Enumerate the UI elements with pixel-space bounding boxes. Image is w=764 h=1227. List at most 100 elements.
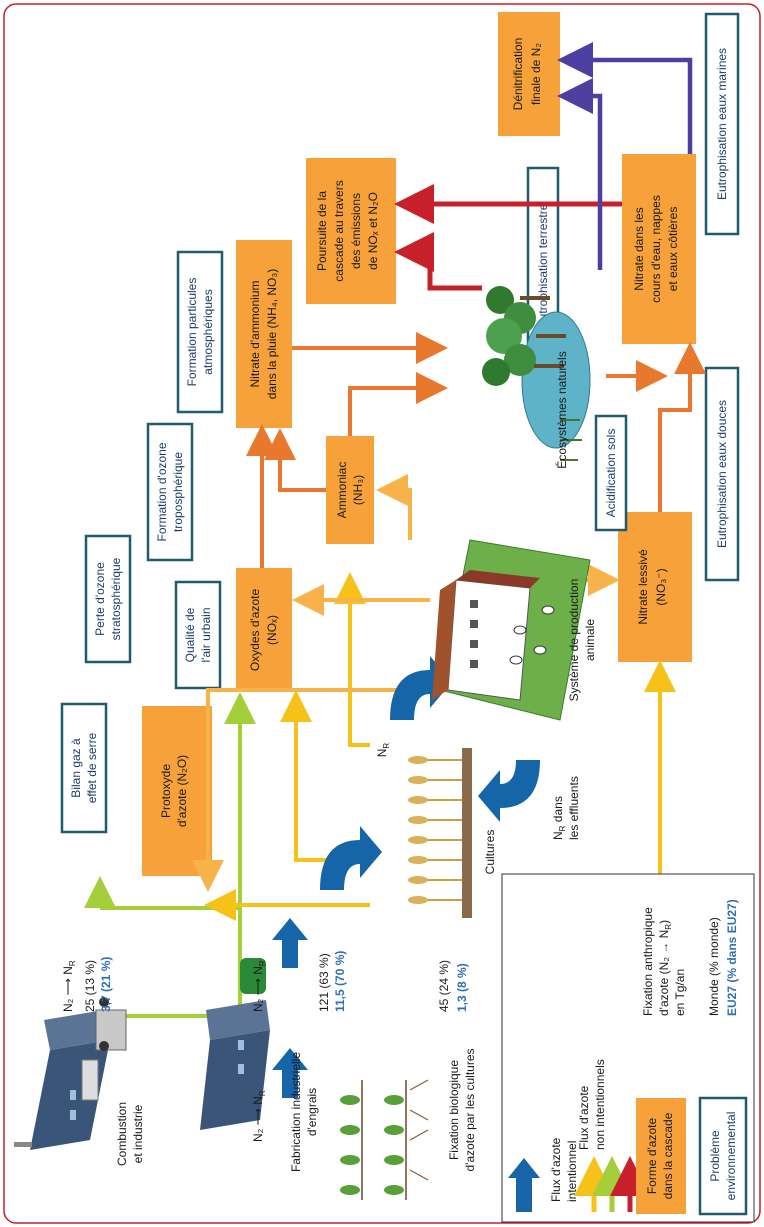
problem-ozone-strat: Perte d'ozone stratosphérique bbox=[84, 534, 132, 664]
node-poursuite-line3: des émissions bbox=[349, 193, 363, 269]
node-nitrate-lessive: Nitrate lessivé (NO₃⁻) bbox=[618, 512, 692, 662]
problem-ozone-tropo-line2: troposphérique bbox=[171, 452, 185, 532]
label-effluents-2: les effluents bbox=[567, 776, 581, 840]
outer-frame bbox=[3, 3, 761, 1224]
node-poursuite-line1: Poursuite de la bbox=[315, 191, 329, 271]
fixation-world: 45 (24 %) bbox=[437, 960, 451, 1012]
combustion-eu: 3,7 (21 %) bbox=[99, 957, 113, 1012]
factory-engrais-icon bbox=[200, 958, 270, 1130]
node-nitrate-ammonium: Nitrate d'ammonium dans la pluie (NH₄, N… bbox=[236, 240, 292, 428]
fixation-formula: N₂ ⟶ NR bbox=[251, 1090, 267, 1142]
ecosystem-icon bbox=[482, 286, 591, 461]
legend-blue-arrow-icon bbox=[508, 1158, 540, 1212]
source-engrais-label2: d'engrais bbox=[305, 1088, 319, 1136]
node-ammoniac: Ammoniac (NH₃) bbox=[326, 436, 374, 544]
plant-fixation-icon bbox=[340, 1079, 429, 1200]
combustion-world: 25 (13 %) bbox=[83, 960, 97, 1012]
combustion-values: N₂ ⟶ NR 25 (13 %) 3,7 (21 %) bbox=[61, 957, 113, 1012]
problem-ozone-tropo-line1: Formation d'ozone bbox=[155, 442, 169, 541]
arrow-blue-fixation-source bbox=[272, 1048, 308, 1098]
node-poursuite: Poursuite de la cascade au travers des é… bbox=[306, 158, 396, 304]
legend-probleme-box bbox=[698, 1096, 748, 1216]
legend-non-intentionnel-1: Flux d'azote bbox=[577, 1085, 591, 1150]
label-systeme-1: Système de production bbox=[567, 579, 581, 702]
node-nitrate-ammonium-line1: Nitrate d'ammonium bbox=[248, 281, 262, 388]
engrais-world: 121 (63 %) bbox=[317, 953, 331, 1012]
node-poursuite-line2: cascade au travers bbox=[332, 180, 346, 281]
node-nitrate-cours: Nitrate dans les cours d'eau, nappes et … bbox=[622, 154, 696, 344]
label-cultures: Cultures bbox=[483, 830, 497, 875]
legend-non-intentionnel-2: non intentionnels bbox=[593, 1059, 607, 1150]
node-denitrification-line1: Dénitrification bbox=[511, 38, 525, 111]
engrais-eu: 11,5 (70 %) bbox=[333, 951, 347, 1012]
problem-ges: Bilan gaz à effet de serre bbox=[60, 702, 108, 834]
legend-forme-box bbox=[636, 1098, 686, 1214]
source-fixation-label2: d'azote par les cultures bbox=[463, 1048, 477, 1171]
problem-ozone-tropo: Formation d'ozone troposphérique bbox=[146, 422, 194, 562]
label-nr: NR bbox=[375, 743, 391, 758]
problem-eutro-terre-line1: Eutrophisation terrestre bbox=[536, 203, 550, 328]
legend-probleme-1: Problème bbox=[708, 1130, 722, 1182]
problem-eutro-douces: Eutrophisation eaux douces bbox=[704, 366, 740, 582]
arrow-lorange-animal-protoxyde bbox=[192, 688, 430, 892]
arrow-orange-lessive-cours bbox=[658, 342, 706, 512]
node-denitrification-line2: finale de N₂ bbox=[529, 43, 543, 105]
node-protoxyde-line2: d'azote (N₂O) bbox=[175, 755, 189, 827]
node-oxydes-line2: (NOₓ) bbox=[265, 615, 279, 645]
problem-ozone-strat-line2: stratosphérique bbox=[109, 557, 123, 640]
node-ammoniac-line1: Ammoniac bbox=[335, 462, 349, 519]
arrow-red-eco-poursuite bbox=[394, 232, 482, 291]
arrow-lorange-animal-ammoniac bbox=[376, 474, 412, 540]
problem-eutro-marines: Eutrophisation eaux marines bbox=[704, 12, 740, 236]
node-nitrate-ammonium-line2: dans la pluie (NH₄, NO₃) bbox=[265, 269, 279, 400]
source-fixation-label1: Fixation biologique bbox=[447, 1060, 461, 1160]
engrais-values: N₂ ⟶ NR 121 (63 %) 11,5 (70 %) bbox=[251, 951, 347, 1012]
arrow-yellow-cultures-oxydes bbox=[280, 690, 370, 862]
node-oxydes: Oxydes d'azote (NOₓ) bbox=[236, 568, 292, 692]
node-ammoniac-line2: (NH₃) bbox=[351, 475, 365, 505]
problem-ges-line2: effet de serre bbox=[85, 732, 99, 803]
problem-eutro-marines-line1: Eutrophisation eaux marines bbox=[715, 48, 729, 200]
arrow-orange-ammoniac-ecosystemes bbox=[348, 372, 448, 436]
legend-probleme-2: environnemental bbox=[724, 1112, 738, 1201]
source-combustion-label2: et industrie bbox=[131, 1104, 145, 1163]
factory-combustion-icon bbox=[14, 997, 127, 1150]
node-poursuite-line4: de NOₓ et N₂O bbox=[366, 192, 380, 270]
arrow-blue-engrais-cultures bbox=[320, 826, 382, 890]
legend-fixation-2: d'azote (N₂ → NR) bbox=[657, 920, 673, 1016]
problem-acidification: Acidification sols bbox=[594, 414, 628, 532]
problem-air-line2: l'air urbain bbox=[199, 608, 213, 663]
problem-ozone-strat-line1: Perte d'ozone bbox=[93, 562, 107, 636]
problem-particules-line1: Formation particules bbox=[185, 278, 199, 387]
legend-forme-2: dans la cascade bbox=[661, 1112, 675, 1199]
problem-eutro-douces-line1: Eutrophisation eaux douces bbox=[715, 400, 729, 548]
label-effluents-1: NR dans bbox=[551, 796, 567, 840]
source-combustion-label1: Combustion bbox=[115, 1102, 129, 1166]
legend-eu27: EU27 (% dans EU27) bbox=[725, 899, 739, 1016]
problem-air-line1: Qualité de bbox=[183, 607, 197, 662]
arrow-green-combustion-base bbox=[100, 908, 242, 1018]
legend-monde: Monde (% monde) bbox=[707, 917, 721, 1016]
label-systeme-2: animale bbox=[583, 619, 597, 661]
problem-ges-line1: Bilan gaz à bbox=[69, 738, 83, 798]
legend-forme-1: Forme d'azote bbox=[645, 1118, 659, 1195]
node-denitrification: Dénitrification finale de N₂ bbox=[498, 12, 560, 136]
arrow-orange-ammoniac-nitrate bbox=[264, 428, 326, 492]
farm-icon bbox=[432, 539, 591, 721]
node-nitrate-cours-line3: et eaux côtières bbox=[666, 207, 680, 292]
arrow-blue-animal-effluents bbox=[478, 760, 540, 822]
node-oxydes-line1: Oxydes d'azote bbox=[248, 589, 262, 672]
problem-particules: Formation particules atmosphériques bbox=[176, 250, 224, 414]
node-nitrate-lessive-line2: (NO₃⁻) bbox=[654, 568, 668, 605]
legend-fixation-1: Fixation anthropique bbox=[641, 907, 655, 1016]
node-nitrate-lessive-line1: Nitrate lessivé bbox=[636, 549, 650, 625]
legend-intentionnel-1: Flux d'azote bbox=[549, 1137, 563, 1202]
arrow-blue-engrais-source bbox=[272, 918, 308, 968]
source-engrais-label1: Fabrication industrielle bbox=[289, 1052, 303, 1172]
engrais-formula: N₂ ⟶ NR bbox=[251, 960, 267, 1012]
problem-particules-line2: atmosphériques bbox=[201, 289, 215, 374]
arrow-purple-eco-denitrification bbox=[557, 78, 603, 270]
node-nitrate-cours-line1: Nitrate dans les bbox=[632, 207, 646, 290]
legend-fixation-3: en Tg/an bbox=[673, 969, 687, 1016]
